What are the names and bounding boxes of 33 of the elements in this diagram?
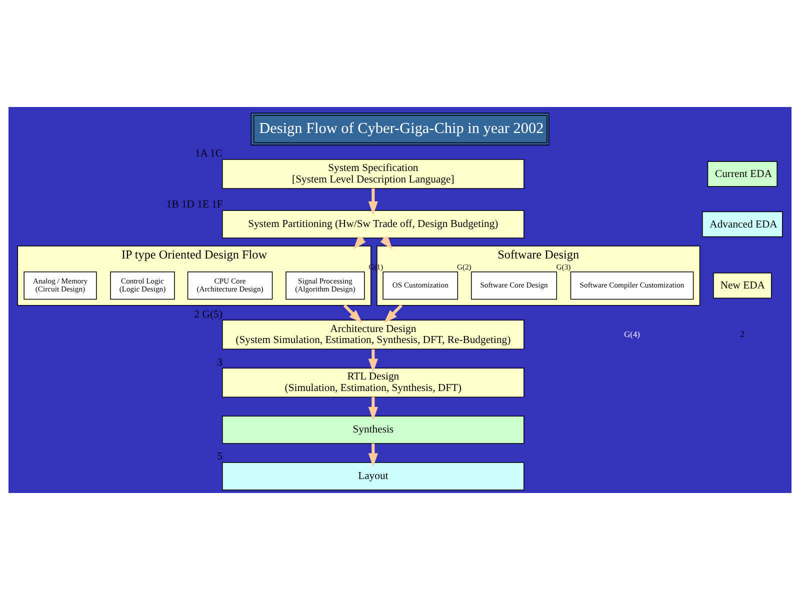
node-label: 3: [217, 357, 222, 368]
node-box: Analog / Memory (Circuit Design): [24, 271, 97, 300]
node-label: 2 G(5): [194, 309, 222, 320]
node-box: Software Compiler Customization: [570, 271, 694, 300]
arrow: [368, 444, 378, 467]
node-label: G(3): [556, 262, 571, 272]
arrow: [368, 397, 378, 421]
node-box: System Partitioning (Hw/Sw Trade off, Design Budgeting): [222, 210, 524, 238]
node-label: G(1): [368, 262, 384, 272]
node-box: RTL Design (Simulation, Estimation, Synthesis, DFT): [222, 368, 524, 398]
node-label: 5: [217, 452, 222, 463]
node-box: Layout: [222, 462, 524, 490]
node-box: Control Logic (Logic Design): [110, 271, 175, 300]
node-box: Architecture Design (System Simulation, Estimation, Synthesis, DFT, Re-Budgeting): [222, 320, 524, 350]
node-label: G(4): [624, 330, 640, 339]
node-box: OS Customization: [382, 271, 458, 300]
node-label: 1A 1C: [194, 148, 222, 160]
legend-label: Advanced EDA: [710, 219, 778, 230]
arrow: [368, 188, 378, 216]
node-box: Software Core Design: [471, 271, 558, 300]
node-box: System Specification [System Level Description Language]: [222, 159, 524, 189]
node-box: Signal Processing (Algorithm Design): [286, 271, 365, 300]
legend-label: Current EDA: [715, 169, 772, 180]
label: 2: [740, 329, 745, 339]
arrow: [343, 304, 362, 324]
legend-label: New EDA: [720, 280, 765, 292]
arrow: [368, 349, 378, 373]
node-label: G(2): [456, 262, 472, 272]
node-label: 1B 1D 1E 1F: [166, 200, 223, 211]
node-box: CPU Core (Architecture Design): [187, 271, 273, 300]
diagram-title: Design Flow of Cyber-Giga-Chip in year 2002: [259, 120, 544, 137]
node-box: Synthesis: [222, 416, 524, 444]
arrow: [384, 304, 403, 324]
